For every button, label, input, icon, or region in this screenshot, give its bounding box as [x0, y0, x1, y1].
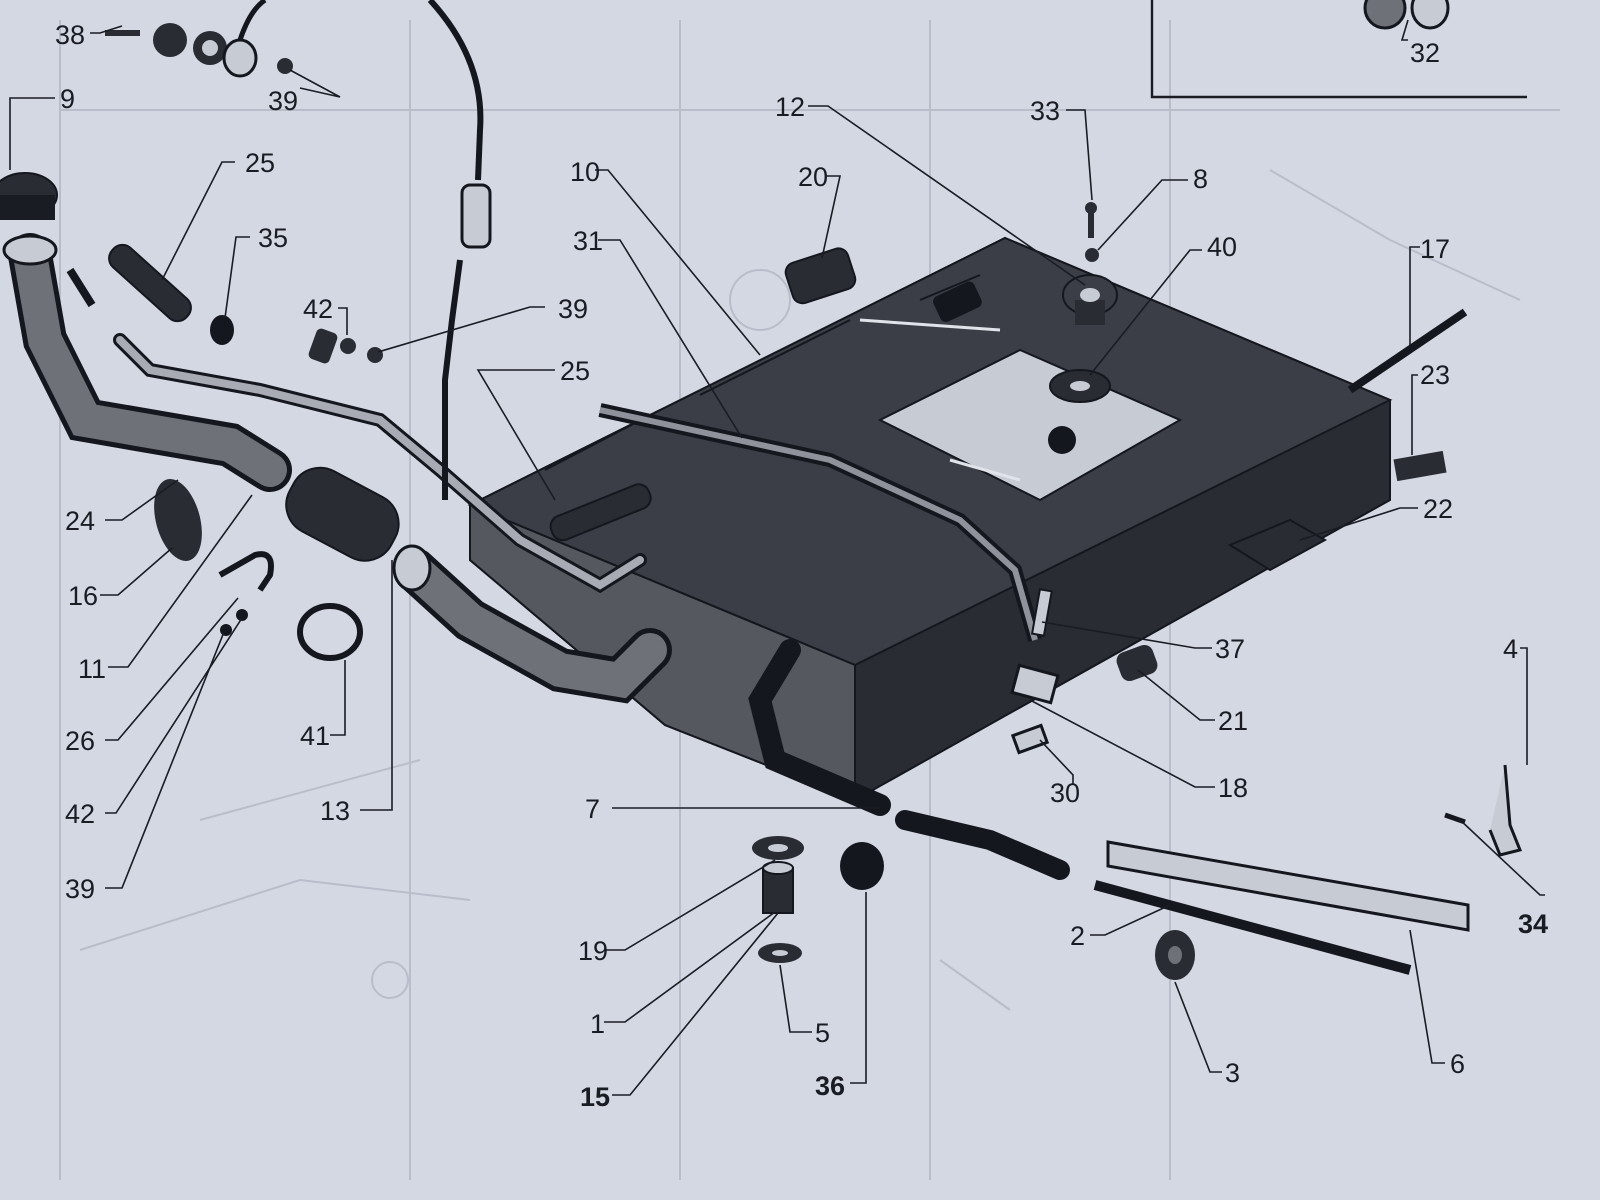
- callout-33: 33: [1030, 96, 1060, 126]
- mounting-rail: [1106, 840, 1470, 932]
- rubber-pad: [1393, 450, 1447, 482]
- inset-parts: [1363, 0, 1450, 30]
- breather-hose: [108, 243, 192, 323]
- fuel-line: [427, 0, 484, 181]
- callout-4: 4: [1503, 634, 1518, 664]
- callout-22: 22: [1423, 494, 1453, 524]
- small-nut: [236, 609, 248, 621]
- callout-15: 15: [580, 1082, 610, 1112]
- callout-19: 19: [578, 936, 608, 966]
- callout-10: 10: [570, 157, 600, 187]
- leader-lines: [9, 19, 1545, 1096]
- inset-frame: [1150, 0, 1527, 99]
- callout-labels: 38 39 9 25 35 42 39 25 12 10 20 31 33 8 …: [55, 20, 1548, 1112]
- callout-18: 18: [1218, 773, 1248, 803]
- grommet: [784, 247, 857, 305]
- drain-plug: [762, 861, 794, 914]
- support-bracket: [1227, 518, 1328, 572]
- callout-37: 37: [1215, 634, 1245, 664]
- callout-41: 41: [300, 721, 330, 751]
- callout-34: 34: [1518, 909, 1548, 939]
- hose-clip: [297, 603, 363, 661]
- sender-unit: [1062, 274, 1118, 325]
- callout-13: 13: [320, 796, 350, 826]
- connecting-hose: [285, 466, 400, 562]
- callout-5: 5: [815, 1018, 830, 1048]
- callout-36: 36: [815, 1071, 845, 1101]
- rubber-bung: [840, 842, 884, 890]
- callout-31: 31: [573, 226, 603, 256]
- callout-30: 30: [1050, 778, 1080, 808]
- callout-21: 21: [1218, 706, 1248, 736]
- grommet-disc: [154, 479, 202, 561]
- screw: [1085, 202, 1097, 238]
- callout-9: 9: [60, 84, 75, 114]
- filler-cap: [0, 172, 58, 220]
- rubber-plug: [210, 315, 234, 345]
- callout-7: 7: [585, 794, 600, 824]
- callout-3: 3: [1225, 1058, 1240, 1088]
- callout-20: 20: [798, 162, 828, 192]
- support-bar: [1093, 880, 1412, 975]
- callout-42-top: 42: [303, 294, 333, 324]
- callout-39-bottom: 39: [65, 874, 95, 904]
- washer: [1085, 248, 1099, 262]
- nut: [277, 58, 293, 74]
- callout-42-bottom: 42: [65, 799, 95, 829]
- callout-2: 2: [1070, 921, 1085, 951]
- drain-tube: [748, 639, 891, 816]
- callout-8: 8: [1193, 164, 1208, 194]
- callout-1: 1: [590, 1009, 605, 1039]
- callout-11: 11: [78, 654, 106, 684]
- small-clip: [1010, 723, 1050, 755]
- callout-17: 17: [1420, 234, 1450, 264]
- mounting-clip: [1010, 663, 1060, 705]
- callout-39-top: 39: [268, 86, 298, 116]
- latch: [1488, 764, 1523, 857]
- callout-32: 32: [1410, 38, 1440, 68]
- callout-35: 35: [258, 223, 288, 253]
- callout-40: 40: [1207, 232, 1237, 262]
- callout-6: 6: [1450, 1049, 1465, 1079]
- callout-12: 12: [775, 92, 805, 122]
- top-left-fittings: [105, 0, 267, 78]
- callout-23: 23: [1420, 360, 1450, 390]
- callout-16: 16: [68, 581, 98, 611]
- callout-25-mid: 25: [560, 356, 590, 386]
- bolt: [1030, 588, 1053, 637]
- callout-38: 38: [55, 20, 85, 50]
- small-washer: [220, 624, 232, 636]
- grommet-small: [1116, 644, 1158, 682]
- tie-rod: [1347, 308, 1468, 394]
- spring-clip: [218, 551, 274, 592]
- callout-24: 24: [65, 506, 95, 536]
- breather-hose-tank: [549, 483, 652, 542]
- callout-25-top: 25: [245, 148, 275, 178]
- drain-tube-extension: [895, 810, 1070, 880]
- inline-filter: [460, 183, 492, 249]
- clip-bolt-nut: [308, 328, 383, 364]
- callout-26: 26: [65, 726, 95, 756]
- callout-39-mid: 39: [558, 294, 588, 324]
